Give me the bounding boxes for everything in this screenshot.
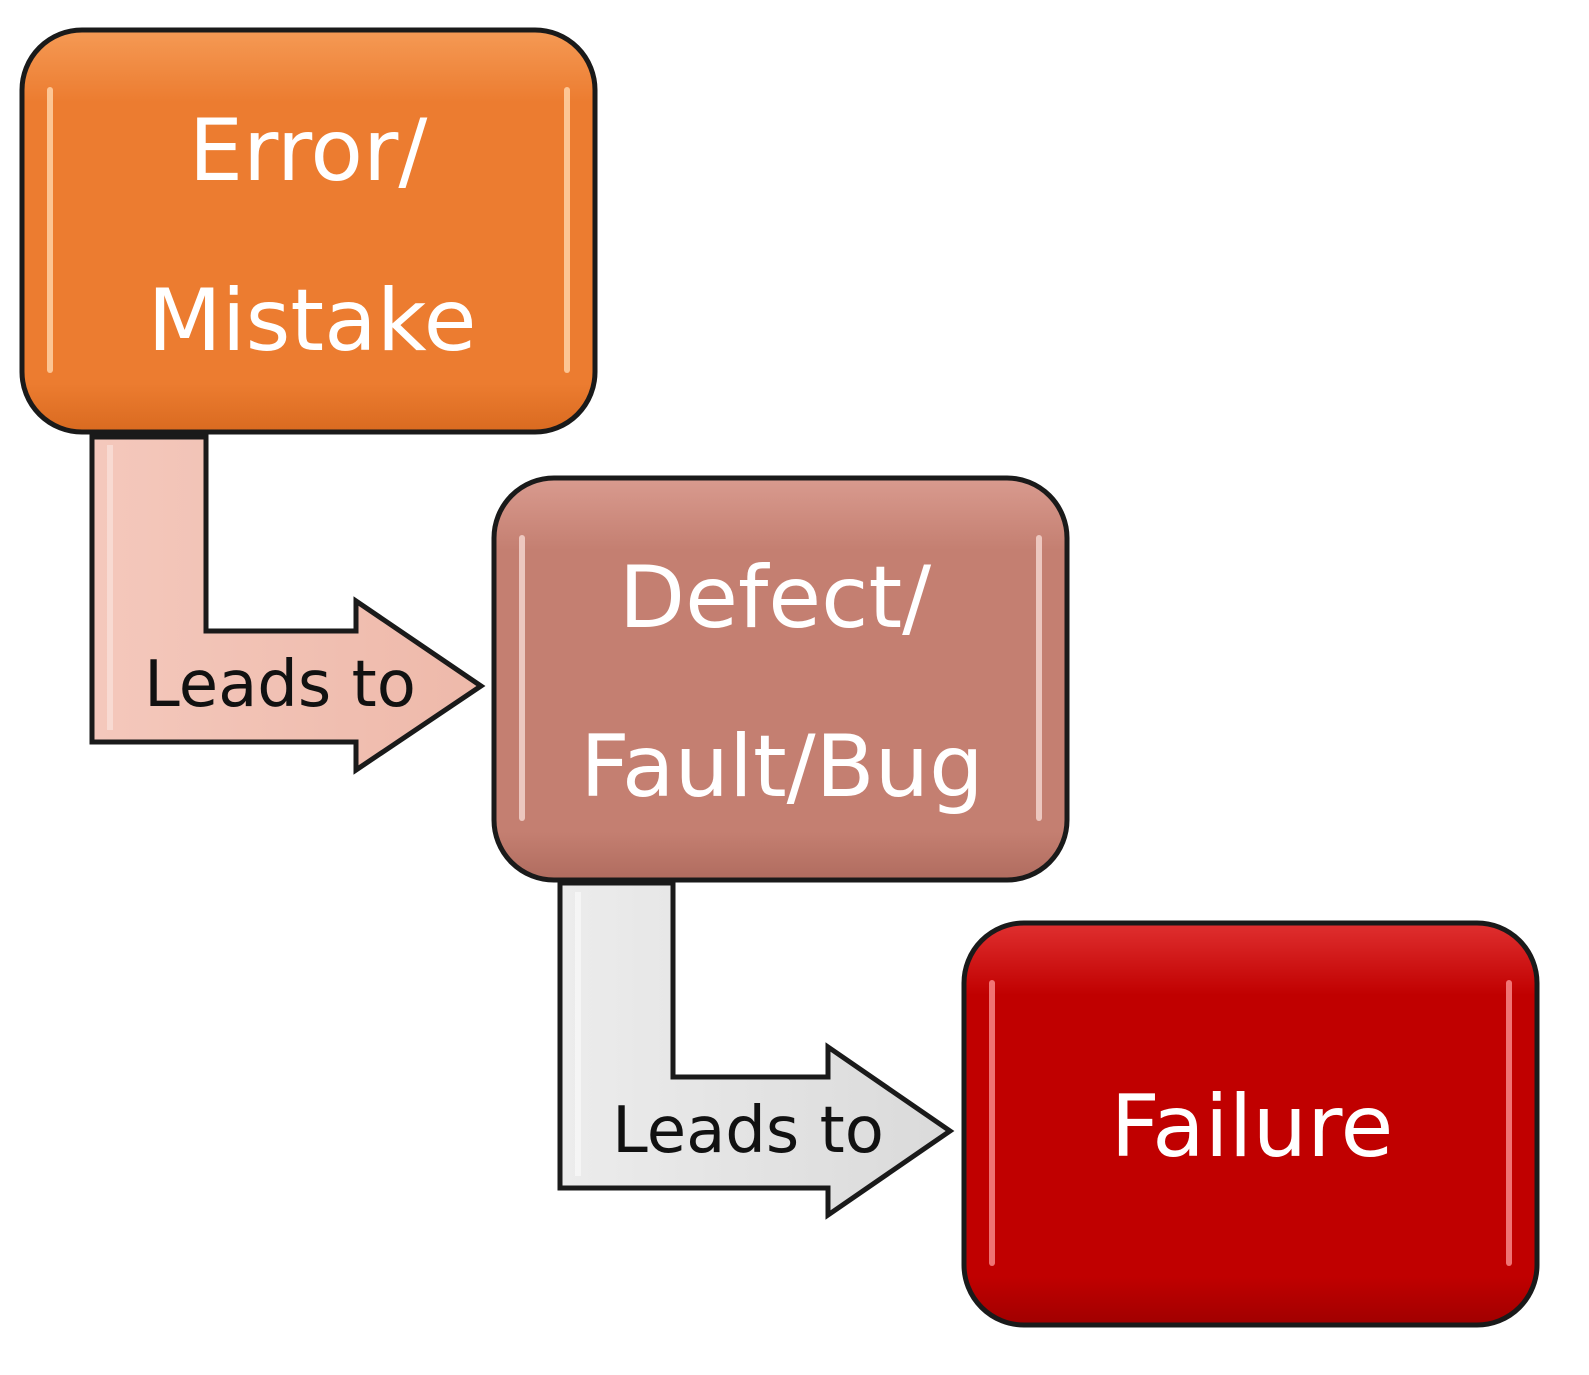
defect-box-line-1: Defect/	[619, 548, 931, 648]
bent-arrow-2	[557, 880, 955, 1220]
error-box-line-2: Mistake	[148, 271, 477, 371]
node-defect-fault-bug: Defect/ Fault/Bug	[491, 475, 1070, 883]
connector-error-to-defect: Leads to	[89, 434, 486, 775]
failure-box-line-1: Failure	[1111, 1077, 1394, 1177]
defect-box	[491, 475, 1070, 883]
error-box-line-1: Error/	[189, 101, 428, 201]
node-failure: Failure	[961, 920, 1540, 1328]
error-box	[19, 27, 598, 435]
connector-label-1: Leads to	[144, 648, 416, 722]
bent-arrow-1	[89, 434, 486, 775]
connector-label-2: Leads to	[612, 1094, 884, 1168]
failure-box	[961, 920, 1540, 1328]
node-error-mistake: Error/ Mistake	[19, 27, 598, 435]
defect-box-line-2: Fault/Bug	[580, 717, 983, 817]
connector-defect-to-failure: Leads to	[557, 880, 955, 1220]
